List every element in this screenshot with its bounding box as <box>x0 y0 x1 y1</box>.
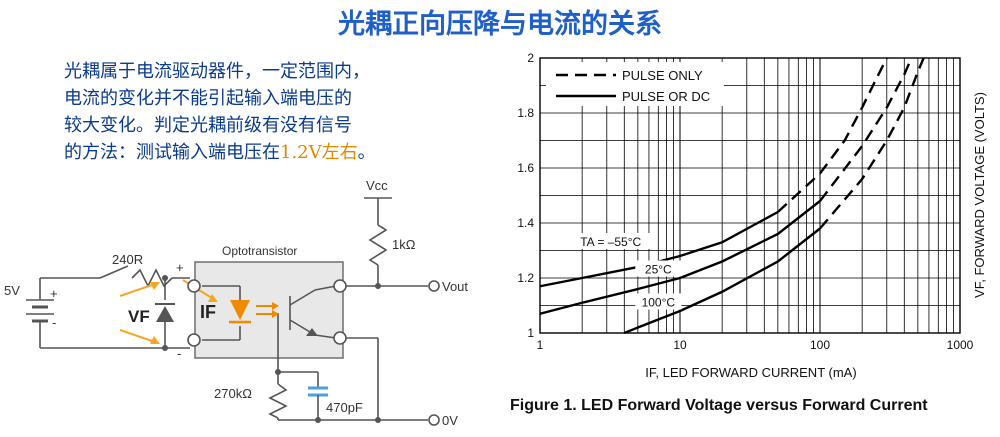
note-line-2: 电流的变化并不能引起输入端电压的 <box>64 88 352 109</box>
capacitor-label: 470pF <box>326 400 363 415</box>
input-plus: + <box>176 260 184 275</box>
series-label: TA = –55°C <box>580 235 641 249</box>
chart-y-axis-label: VF, FORWARD VOLTAGE (VOLTS) <box>972 92 987 298</box>
vout-label: Vout <box>442 279 468 294</box>
supply-label: 5V <box>4 283 20 298</box>
series-1-solid <box>539 200 821 315</box>
voltage-highlight: 1.2V左右 <box>280 142 358 163</box>
optocoupler-circuit: 5V + - 240R + - Optotransistor Vcc 1kΩ V… <box>4 178 468 428</box>
series-label: 25°C <box>645 263 672 277</box>
series-label-bg <box>635 260 682 277</box>
note-line-1: 光耦属于电流驱动器件，一定范围内， <box>64 61 370 82</box>
figure-caption: Figure 1. LED Forward Voltage versus For… <box>510 397 928 414</box>
y-tick-label: 1.2 <box>517 271 534 285</box>
legend-label: PULSE ONLY <box>622 68 703 83</box>
y-tick-label: 1.6 <box>517 161 534 175</box>
x-tick-label: 10 <box>673 338 687 352</box>
battery-plus: + <box>50 286 58 301</box>
series-2-solid <box>623 227 821 335</box>
y-tick-label: 1.8 <box>517 106 534 120</box>
explanation-text: 光耦属于电流驱动器件，一定范围内， 电流的变化并不能引起输入端电压的 较大变化。… <box>64 58 434 166</box>
vcc-label: Vcc <box>366 178 388 193</box>
vf-label: VF <box>128 307 150 326</box>
battery-minus: - <box>52 315 56 330</box>
legend-bg <box>546 62 724 106</box>
opto-label: Optotransistor <box>222 244 297 258</box>
note-line-3: 较大变化。判定光耦前级有没有信号 <box>64 115 352 136</box>
note-end: 。 <box>357 142 376 163</box>
if-label: IF <box>200 302 216 322</box>
note-line-4-text: 的方法：测试输入端电压在 <box>64 142 280 163</box>
chart-ticks: 1 10 100 1000 1 1.2 1.4 1.6 1.8 2 <box>517 51 973 352</box>
x-tick-label: 100 <box>810 338 830 352</box>
base-resistor-label: 270kΩ <box>214 386 252 401</box>
series-label: 100°C <box>642 296 676 310</box>
legend-label: PULSE OR DC <box>622 89 710 104</box>
y-tick-label: 2 <box>527 51 534 65</box>
gnd-label: 0V <box>442 413 458 428</box>
y-tick-label: 1 <box>527 326 534 340</box>
slide-title: 光耦正向压降与电流的关系 <box>338 9 662 40</box>
chart-series-labels: TA = –55°C 25°C 100°C <box>570 233 682 310</box>
chart-x-axis-label: IF, LED FORWARD CURRENT (mA) <box>645 365 856 380</box>
series-1-dashed <box>819 57 913 202</box>
series-2-dashed <box>819 57 925 230</box>
series-label-bg <box>635 293 682 310</box>
x-tick-label: 1 <box>537 338 544 352</box>
chart-legend: PULSE ONLY PULSE OR DC <box>546 62 724 106</box>
note-line-4: 的方法：测试输入端电压在1.2V左右。 <box>64 139 434 166</box>
load-resistor-label: 1kΩ <box>392 237 416 252</box>
x-tick-label: 1000 <box>947 338 974 352</box>
series-label-bg <box>570 233 651 249</box>
series-0-dashed <box>777 57 888 213</box>
plot-frame <box>539 57 961 334</box>
input-minus: - <box>177 346 181 361</box>
y-tick-label: 1.4 <box>517 216 534 230</box>
resistor-240-label: 240R <box>112 252 143 267</box>
